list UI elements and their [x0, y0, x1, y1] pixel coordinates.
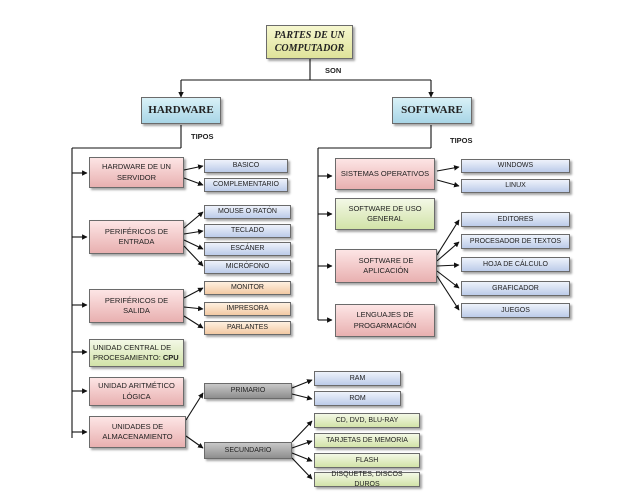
software-node: SOFTWARE: [392, 97, 472, 124]
hardware-types-label: TIPOS: [191, 132, 214, 141]
primario-node: PRIMARIO: [204, 383, 292, 399]
sistemas-item-windows: WINDOWS: [461, 159, 570, 173]
salida-item-monitor: MONITOR: [204, 281, 291, 295]
lenguajes-programacion-label: LENGUAJES DE PROGARMACIÓN: [353, 310, 417, 330]
primario-item-ram: RAM: [314, 371, 401, 386]
perifericos-entrada-label: PERIFÉRICOS DE ENTRADA: [104, 226, 169, 246]
alu-label: UNIDAD ARITMÉTICO LÓGICA: [98, 381, 175, 401]
lenguajes-programacion-node: LENGUAJES DE PROGARMACIÓN: [335, 304, 435, 337]
secundario-node: SECUNDARIO: [204, 442, 292, 459]
software-label: SOFTWARE: [401, 104, 463, 117]
software-aplicacion-label: SOFTWARE DE APLICACIÓN: [358, 255, 414, 275]
cpu-label-bold: CPU: [162, 353, 179, 362]
entrada-item-mouse: MOUSE O RATÓN: [204, 205, 291, 219]
entrada-item-escaner: ESCÁNER: [204, 242, 291, 256]
servidor-item-basico: BASICO: [204, 159, 288, 173]
sistemas-operativos-label: SISTEMAS OPERATIVOS: [340, 168, 430, 178]
sistemas-item-linux: LINUX: [461, 179, 570, 193]
aplicacion-item-editores: EDITORES: [461, 212, 570, 227]
cpu-label: UNIDAD CENTRAL DE PROCESAMIENTO:: [93, 342, 172, 362]
perifericos-salida-node: PERIFÉRICOS DE SALIDA: [89, 289, 184, 323]
edge-label-son: SON: [325, 66, 342, 75]
hardware-node: HARDWARE: [141, 97, 221, 124]
almacenamiento-label: UNIDADES DE ALMACENAMIENTO: [102, 421, 173, 441]
primario-item-rom: ROM: [314, 391, 401, 406]
aplicacion-item-procesador: PROCESADOR DE TEXTOS: [461, 234, 570, 249]
software-uso-general-label: SOFTWARE DE USO GENERAL: [348, 203, 422, 223]
software-uso-general-node: SOFTWARE DE USO GENERAL: [335, 198, 435, 230]
hardware-label: HARDWARE: [148, 104, 214, 117]
cpu-node: UNIDAD CENTRAL DE PROCESAMIENTO: CPU: [89, 339, 184, 367]
root-label: PARTES DE UN COMPUTADOR: [274, 29, 345, 55]
secundario-item-disquetes: DISQUETES, DISCOS DUROS: [314, 471, 420, 488]
salida-item-parlantes: PARLANTES: [204, 321, 291, 335]
servidor-item-complementario: COMPLEMENTARIO: [204, 178, 288, 192]
cpu-label-wrap: UNIDAD CENTRAL DE PROCESAMIENTO: CPU: [93, 343, 180, 363]
root-node: PARTES DE UN COMPUTADOR: [266, 25, 353, 59]
aplicacion-item-graficador: GRAFICADOR: [461, 281, 570, 296]
secundario-item-tarjetas: TARJETAS DE MEMORIA: [314, 433, 420, 448]
secundario-item-flash: FLASH: [314, 453, 420, 468]
salida-item-impresora: IMPRESORA: [204, 302, 291, 316]
alu-node: UNIDAD ARITMÉTICO LÓGICA: [89, 377, 184, 406]
aplicacion-item-hoja-calculo: HOJA DE CÁLCULO: [461, 257, 570, 272]
entrada-item-microfono: MICRÓFONO: [204, 260, 291, 274]
software-types-label: TIPOS: [450, 136, 473, 145]
hardware-servidor-label: HARDWARE DE UN SERVIDOR: [102, 162, 171, 182]
perifericos-entrada-node: PERIFÉRICOS DE ENTRADA: [89, 220, 184, 254]
entrada-item-teclado: TECLADO: [204, 224, 291, 238]
aplicacion-item-juegos: JUEGOS: [461, 303, 570, 318]
software-aplicacion-node: SOFTWARE DE APLICACIÓN: [335, 249, 437, 283]
secundario-item-cd: CD, DVD, BLU-RAY: [314, 413, 420, 428]
sistemas-operativos-node: SISTEMAS OPERATIVOS: [335, 158, 435, 190]
perifericos-salida-label: PERIFÉRICOS DE SALIDA: [104, 295, 169, 315]
hardware-servidor-node: HARDWARE DE UN SERVIDOR: [89, 157, 184, 188]
almacenamiento-node: UNIDADES DE ALMACENAMIENTO: [89, 416, 186, 448]
